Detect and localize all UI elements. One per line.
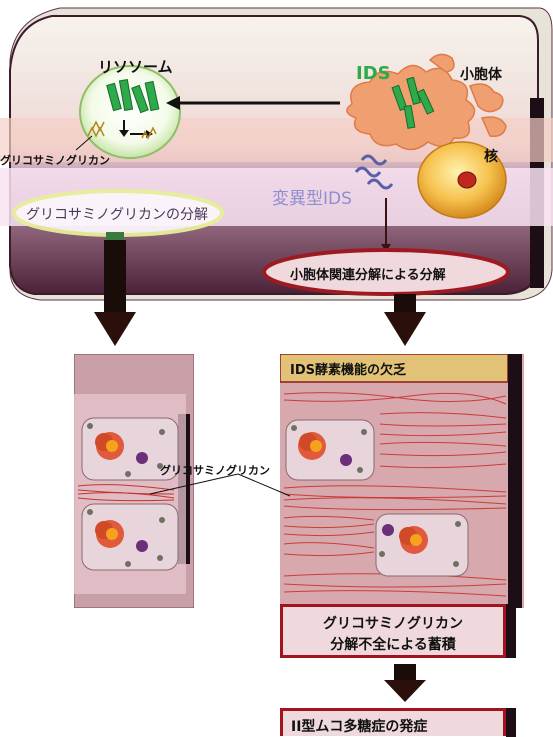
cell-graphic [0, 7, 553, 301]
normal-tissue-graphic [74, 354, 194, 608]
accumulation-box: グリコサミノグリカン 分解不全による蓄積 [280, 604, 506, 658]
normal-tissue-panel [74, 354, 194, 608]
outcome-box: II型ムコ多糖症の発症 [280, 708, 506, 736]
er-label: 小胞体 [460, 67, 502, 83]
gag-panel-label: グリコサミノグリカン [160, 464, 270, 477]
cell-diagram: リソソーム IDS 小胞体 核 グリコサミノグリカン 変異型IDS グリコサミノ… [0, 0, 553, 310]
er-degradation-label: 小胞体関連分解による分解 [290, 268, 446, 283]
lysosome [79, 65, 181, 159]
accumulation-box-shadow [506, 604, 516, 658]
ids-label: IDS [356, 63, 391, 84]
accumulation-line1: グリコサミノグリカン [323, 616, 463, 632]
deficiency-header: IDS酵素機能の欠乏 [290, 363, 406, 378]
accumulation-line2: 分解不全による蓄積 [330, 637, 456, 653]
lysosome-label: リソソーム [98, 58, 173, 76]
gag-degradation-label: グリコサミノグリカンの分解 [26, 207, 208, 223]
er-degradation-ellipse [262, 248, 510, 296]
outcome-label: II型ムコ多糖症の発症 [291, 719, 428, 735]
nucleus-label: 核 [484, 149, 498, 165]
diseased-tissue-panel: IDS酵素機能の欠乏 [280, 354, 524, 608]
diseased-tissue-graphic [280, 354, 524, 608]
outcome-box-shadow [506, 708, 516, 737]
mutant-ids-label: 変異型IDS [272, 189, 352, 209]
gag-small-label: グリコサミノグリカン [0, 154, 110, 167]
